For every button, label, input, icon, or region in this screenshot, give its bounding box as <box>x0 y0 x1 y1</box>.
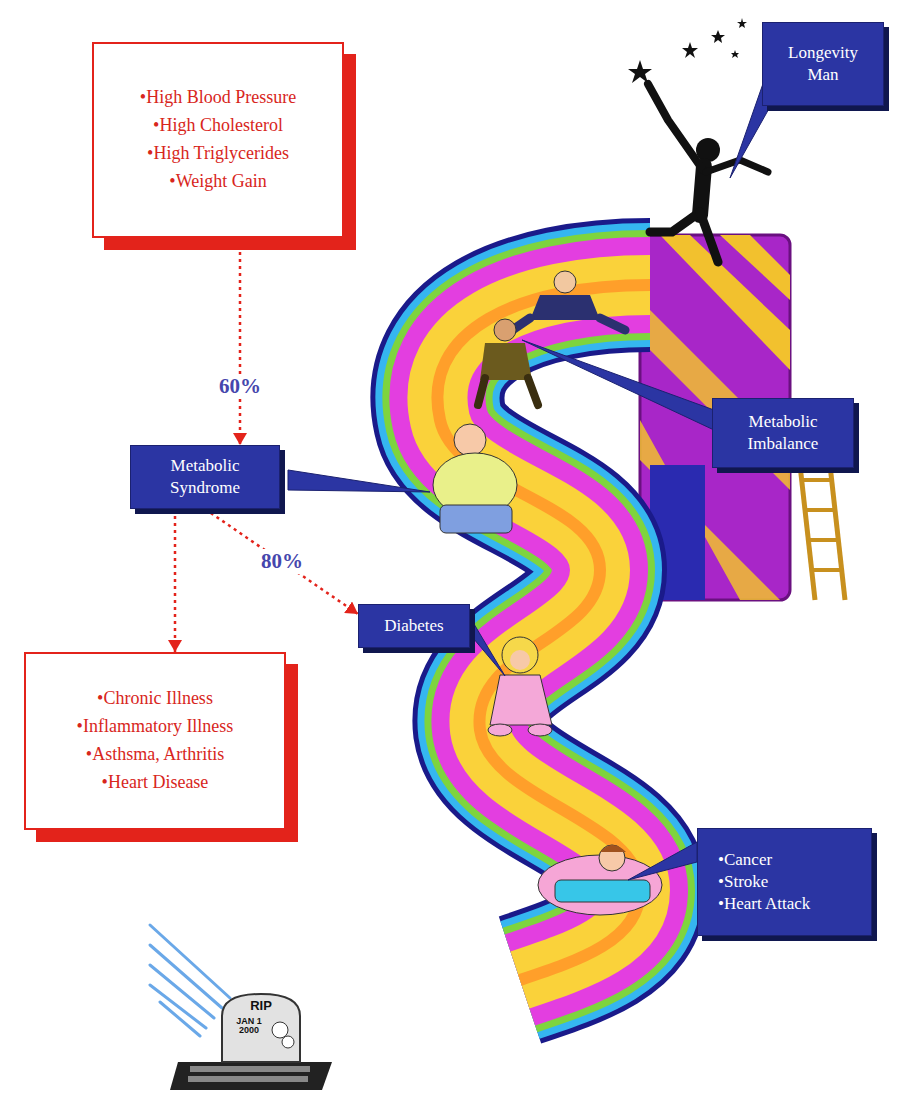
tower-part <box>808 538 838 542</box>
running-men-part <box>494 319 516 341</box>
running-men <box>478 271 625 405</box>
risk-box: •High Blood Pressure•High Cholesterol•Hi… <box>92 42 344 238</box>
wind-lines-part <box>150 945 222 1008</box>
stars <box>628 18 747 83</box>
woman-figure-part <box>488 724 512 736</box>
wind-lines-part <box>150 925 230 998</box>
box-text: Metabolic Syndrome <box>143 455 267 499</box>
box-text: •Heart Disease <box>38 769 272 797</box>
stars-part <box>731 50 739 58</box>
tombstone-part <box>170 1062 332 1090</box>
woman-figure-part <box>528 724 552 736</box>
box-text: •Heart Attack <box>718 893 859 915</box>
box-text: •Asthsma, Arthritis <box>38 741 272 769</box>
tombstone-part <box>272 1022 288 1038</box>
dotted-arrow <box>239 238 242 445</box>
woman-figure <box>488 637 552 736</box>
heavy-man-part <box>454 424 486 456</box>
callout-box: Diabetes <box>358 604 470 648</box>
callout-tails-part <box>468 614 505 676</box>
wind-lines <box>150 925 230 1036</box>
tombstone-date: JAN 1 2000 <box>236 1017 262 1036</box>
callout-box: •Cancer•Stroke•Heart Attack <box>697 828 872 936</box>
stars-part <box>628 60 652 83</box>
running-men-part <box>478 378 538 405</box>
tombstone-text: RIP <box>222 999 300 1013</box>
box-text: Metabolic Imbalance <box>725 411 841 455</box>
tombstone-part <box>222 994 300 1062</box>
longevity-figure-part <box>648 84 703 170</box>
box-text: •Inflammatory Illness <box>38 713 272 741</box>
dotted-arrow <box>205 509 358 614</box>
heavy-man-part <box>440 505 512 533</box>
bedridden-figure-part <box>599 845 625 871</box>
callout-box: Metabolic Imbalance <box>712 398 854 468</box>
box-text: Diabetes <box>371 615 457 637</box>
percent-label: 80% <box>258 549 306 574</box>
callout-tails <box>288 78 775 880</box>
callout-tails-part <box>522 340 714 430</box>
bedridden-figure-part <box>555 880 650 902</box>
running-men-part <box>530 295 600 320</box>
bedridden-figure-part <box>600 845 626 852</box>
stars-part <box>737 18 747 28</box>
box-text: •High Blood Pressure <box>106 84 330 112</box>
wind-lines-part <box>160 1002 200 1036</box>
wind-lines-part <box>150 985 206 1028</box>
callout-tails-part <box>628 842 697 880</box>
box-text: •Weight Gain <box>106 168 330 196</box>
box-text: Longevity Man <box>775 42 871 86</box>
longevity-figure-part <box>700 212 718 262</box>
running-men-part <box>554 271 576 293</box>
tombstone <box>170 994 332 1090</box>
tower-part <box>805 508 835 512</box>
illness-box: •Chronic Illness•Inflammatory Illness•As… <box>24 652 286 830</box>
tombstone-part <box>188 1076 308 1082</box>
callout-tails-part <box>288 470 430 492</box>
dotted-arrow <box>174 509 177 652</box>
longevity-figure <box>648 84 768 262</box>
box-text: •Chronic Illness <box>38 685 272 713</box>
woman-figure-part <box>490 675 552 725</box>
tombstone-part <box>190 1066 310 1072</box>
box-text: •Stroke <box>718 871 859 893</box>
stars-part <box>682 42 698 58</box>
heavy-man <box>433 424 517 533</box>
woman-figure-part <box>510 650 530 670</box>
tower-part <box>801 478 831 482</box>
box-text: •High Triglycerides <box>106 140 330 168</box>
tombstone-part <box>282 1036 294 1048</box>
tower-part <box>811 568 841 572</box>
running-men-part <box>480 343 532 380</box>
box-text: •Cancer <box>718 849 859 871</box>
tower-part <box>720 235 790 300</box>
callout-box: Longevity Man <box>762 22 884 106</box>
stars-part <box>711 30 725 43</box>
woman-figure-part <box>502 637 538 673</box>
callout-box: Metabolic Syndrome <box>130 445 280 509</box>
box-text: •High Cholesterol <box>106 112 330 140</box>
percent-label: 60% <box>216 374 264 399</box>
running-men-part <box>505 318 625 335</box>
longevity-figure-part <box>650 212 700 232</box>
bedridden-figure <box>538 845 662 915</box>
